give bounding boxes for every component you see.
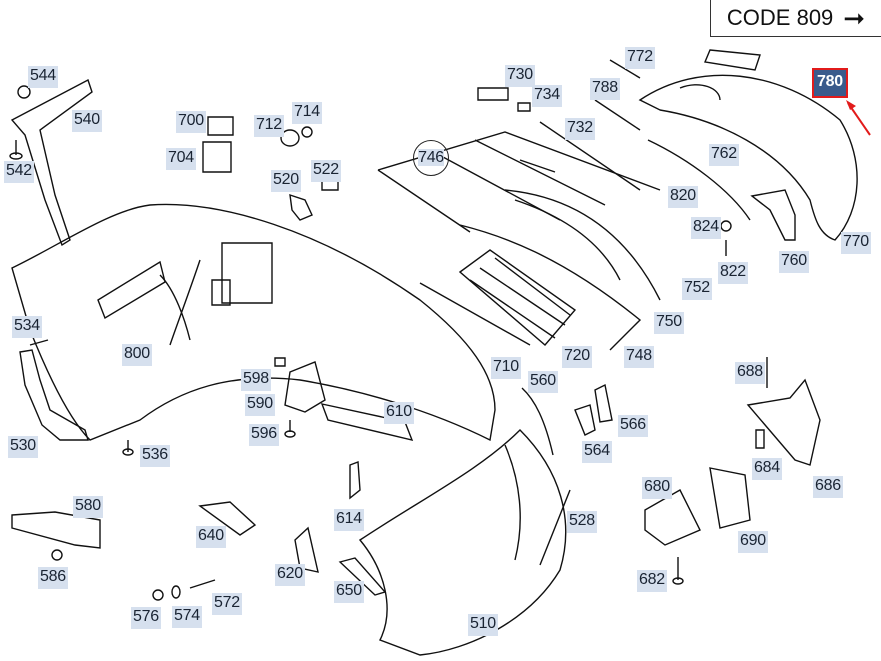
part-label-712[interactable]: 712	[254, 115, 284, 137]
part-770-diffuser	[640, 75, 857, 240]
code-label: CODE 809	[726, 5, 834, 30]
part-label-596[interactable]: 596	[249, 424, 279, 446]
part-label-522[interactable]: 522	[311, 160, 341, 182]
part-module	[222, 243, 272, 303]
part-label-576[interactable]: 576	[131, 607, 161, 629]
part-label-536[interactable]: 536	[140, 445, 170, 467]
part-label-640[interactable]: 640	[196, 526, 226, 548]
part-label-620[interactable]: 620	[275, 564, 305, 586]
part-label-682[interactable]: 682	[637, 570, 667, 592]
part-label-788[interactable]: 788	[590, 78, 620, 100]
part-label-610[interactable]: 610	[384, 402, 414, 424]
part-label-614[interactable]: 614	[334, 509, 364, 531]
part-label-820[interactable]: 820	[668, 186, 698, 208]
part-label-750[interactable]: 750	[654, 312, 684, 334]
part-label-688[interactable]: 688	[735, 362, 765, 384]
part-label-760[interactable]: 760	[779, 251, 809, 273]
part-label-746[interactable]: 746	[413, 140, 449, 176]
part-label-720[interactable]: 720	[562, 346, 592, 368]
part-label-710[interactable]: 710	[491, 357, 521, 379]
part-label-540[interactable]: 540	[72, 110, 102, 132]
part-label-730[interactable]: 730	[505, 65, 535, 87]
part-label-650[interactable]: 650	[334, 581, 364, 603]
part-label-680[interactable]: 680	[642, 477, 672, 499]
part-label-586[interactable]: 586	[38, 567, 68, 589]
part-label-746-text: 746	[418, 149, 444, 166]
part-label-714[interactable]: 714	[292, 102, 322, 124]
part-label-762[interactable]: 762	[709, 144, 739, 166]
part-label-748[interactable]: 748	[624, 346, 654, 368]
part-label-542[interactable]: 542	[4, 161, 34, 183]
part-label-704[interactable]: 704	[166, 148, 196, 170]
part-label-598[interactable]: 598	[241, 369, 271, 391]
part-label-574[interactable]: 574	[172, 606, 202, 628]
part-label-580[interactable]: 580	[73, 496, 103, 518]
part-label-528[interactable]: 528	[567, 511, 597, 533]
part-510-bumper-corner	[360, 430, 566, 655]
part-800-bumper-cover	[12, 204, 495, 440]
part-label-684[interactable]: 684	[752, 458, 782, 480]
part-720-grid	[460, 250, 575, 345]
part-label-544[interactable]: 544	[28, 66, 58, 88]
part-label-824[interactable]: 824	[691, 217, 721, 239]
part-label-780-highlighted[interactable]: 780	[812, 68, 848, 98]
part-label-590[interactable]: 590	[245, 394, 275, 416]
part-label-822[interactable]: 822	[718, 262, 748, 284]
part-label-700[interactable]: 700	[176, 111, 206, 133]
part-label-800[interactable]: 800	[122, 344, 152, 366]
part-label-572[interactable]: 572	[212, 593, 242, 615]
part-label-752[interactable]: 752	[682, 278, 712, 300]
part-label-566[interactable]: 566	[618, 415, 648, 437]
part-label-770[interactable]: 770	[841, 232, 871, 254]
part-label-686[interactable]: 686	[813, 476, 843, 498]
part-label-534[interactable]: 534	[12, 316, 42, 338]
part-label-772[interactable]: 772	[625, 47, 655, 69]
part-label-690[interactable]: 690	[738, 531, 768, 553]
part-label-560[interactable]: 560	[528, 371, 558, 393]
code-box: CODE 809 ➞	[710, 0, 881, 37]
part-label-520[interactable]: 520	[271, 170, 301, 192]
part-label-530[interactable]: 530	[8, 436, 38, 458]
part-label-564[interactable]: 564	[582, 441, 612, 463]
part-540-bracket	[12, 80, 92, 245]
part-530	[20, 350, 88, 440]
right-arrow-icon: ➞	[843, 3, 866, 33]
part-label-734[interactable]: 734	[532, 85, 562, 107]
part-label-510[interactable]: 510	[468, 614, 498, 636]
part-label-732[interactable]: 732	[565, 118, 595, 140]
